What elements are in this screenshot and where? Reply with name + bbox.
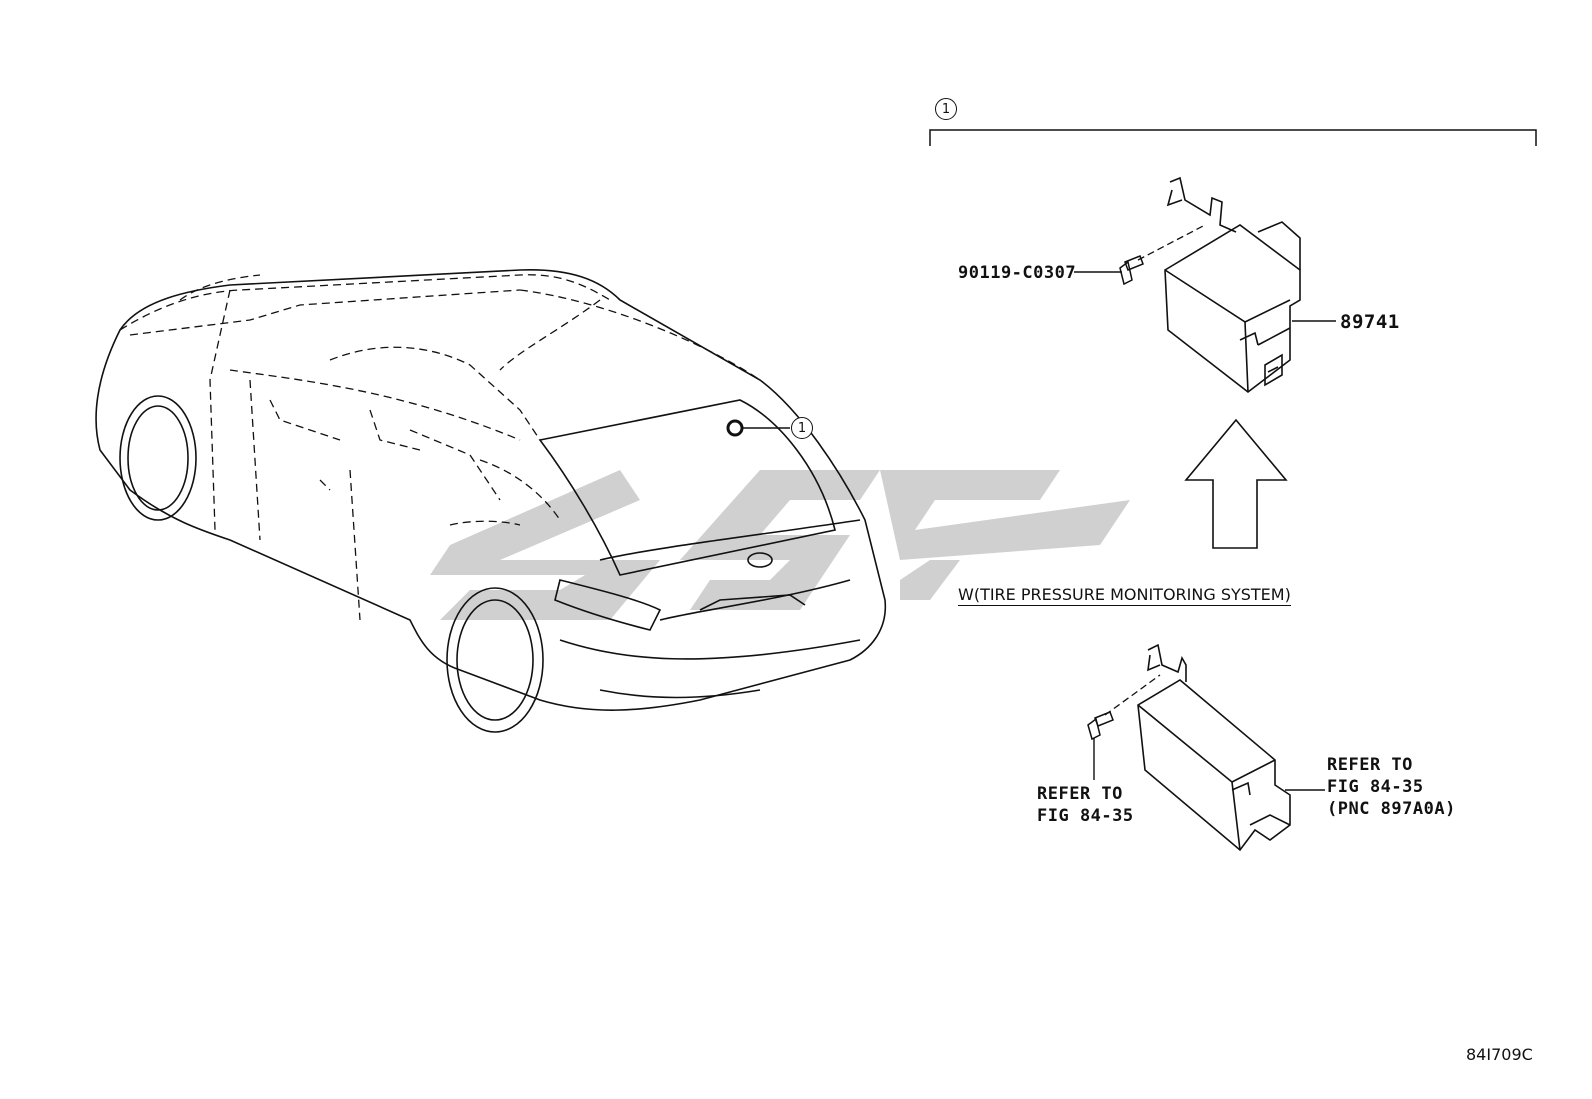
module-89741-drawing: [1164, 176, 1301, 394]
vehicle-outline: [95, 268, 887, 733]
bolt-part-number: 90119-C0307: [958, 263, 1077, 283]
module-location-marker: [726, 419, 744, 437]
vehicle-dashed-outline: [119, 274, 761, 621]
figure-code: 84I709C: [1466, 1045, 1533, 1064]
condition-label: W(TIRE PRESSURE MONITORING SYSTEM): [958, 585, 1291, 606]
lower-bolt-reference: REFER TO FIG 84-35: [1037, 784, 1134, 826]
group-callout: 1: [935, 98, 957, 120]
module-part-number: 89741: [1340, 311, 1400, 333]
car-callout: 1: [791, 417, 813, 439]
lower-module-reference: REFER TO FIG 84-35 (PNC 897A0A): [1327, 755, 1456, 819]
group-bracket: [929, 129, 1537, 146]
bolt-icon: [1119, 255, 1144, 286]
bolt-axis-dashed: [1137, 224, 1206, 261]
lower-module-drawing: [1137, 643, 1291, 852]
lower-bolt-icon: [1087, 711, 1114, 741]
direction-arrow: [1184, 418, 1288, 549]
watermark-logo: [430, 470, 1130, 620]
lower-bolt-axis-dashed: [1104, 674, 1161, 716]
